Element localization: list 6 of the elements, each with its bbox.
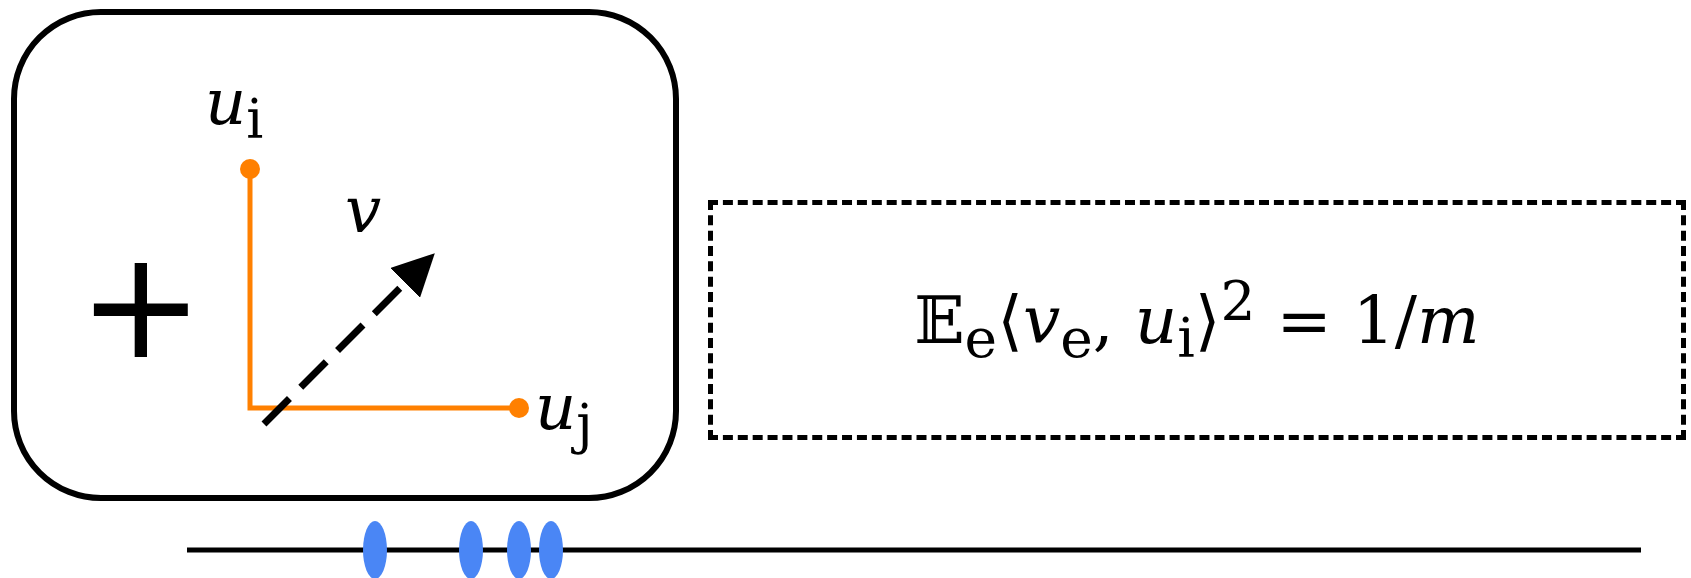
rounded-box [11,9,679,501]
vector-label: v [345,178,382,242]
dashed-box [708,200,1686,440]
plus-sign: + [78,230,204,380]
vector-label: u$_{i}$ [205,70,264,147]
formula: 𝔼$_{e}$⟨v$_{e}$, u$_{i}$⟩$^{2}$ = 1/m [914,269,1480,371]
